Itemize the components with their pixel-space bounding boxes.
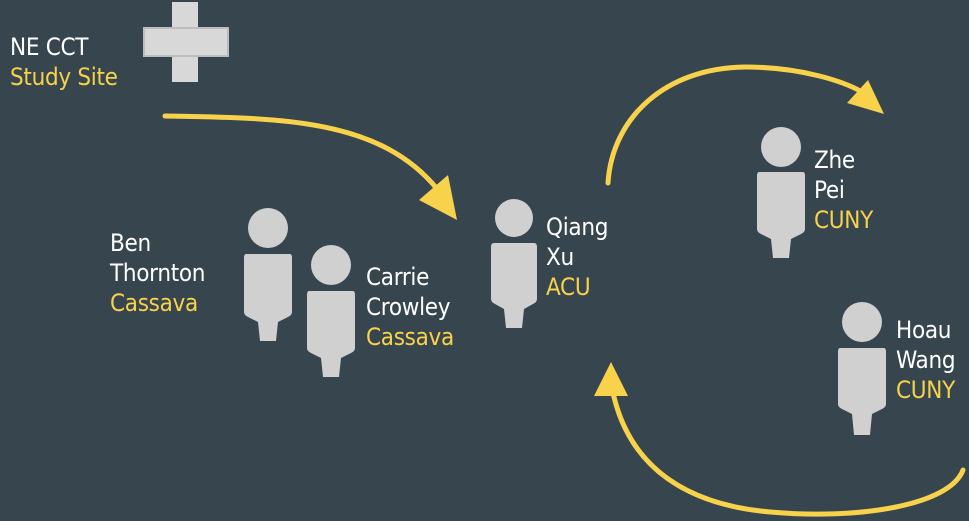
arrowhead-qiang-bottom	[594, 362, 628, 396]
person-label-qiang: Qiang Xu ACU	[546, 212, 608, 302]
person-icon-carrie	[307, 245, 355, 377]
plus-icon	[143, 2, 229, 82]
person-icon-hoau	[838, 302, 886, 435]
site-subtitle: Study Site	[10, 63, 118, 91]
person-first-name: Hoau	[896, 316, 952, 344]
person-first-name: Carrie	[366, 263, 430, 291]
person-label-hoau: Hoau Wang CUNY	[896, 315, 956, 405]
arrowhead-qiang	[419, 175, 457, 220]
person-first-name: Qiang	[546, 213, 609, 241]
arrow-site-to-qiang	[162, 113, 441, 193]
person-icon-zhe	[757, 127, 805, 258]
person-last-name: Pei	[814, 176, 845, 204]
arrow-qiang-to-zhe	[605, 64, 865, 186]
person-first-name: Zhe	[814, 146, 855, 174]
person-label-zhe: Zhe Pei CUNY	[814, 145, 873, 235]
person-org: Cassava	[110, 289, 198, 317]
arrow-hoau-to-qiang	[609, 385, 966, 517]
person-first-name: Ben	[110, 229, 151, 257]
person-icon-qiang	[491, 199, 537, 328]
site-label: NE CCT Study Site	[10, 32, 118, 92]
arrowhead-zhe	[847, 80, 884, 114]
person-last-name: Xu	[546, 243, 574, 271]
person-last-name: Crowley	[366, 293, 451, 321]
person-org: Cassava	[366, 323, 454, 351]
person-org: ACU	[546, 273, 591, 301]
person-label-carrie: Carrie Crowley Cassava	[366, 262, 454, 352]
person-label-ben: Ben Thornton Cassava	[110, 228, 205, 318]
person-org: CUNY	[814, 206, 874, 234]
person-org: CUNY	[896, 376, 956, 404]
person-last-name: Thornton	[110, 259, 206, 287]
person-last-name: Wang	[896, 346, 956, 374]
site-name: NE CCT	[10, 33, 89, 61]
person-icon-ben	[244, 208, 292, 341]
